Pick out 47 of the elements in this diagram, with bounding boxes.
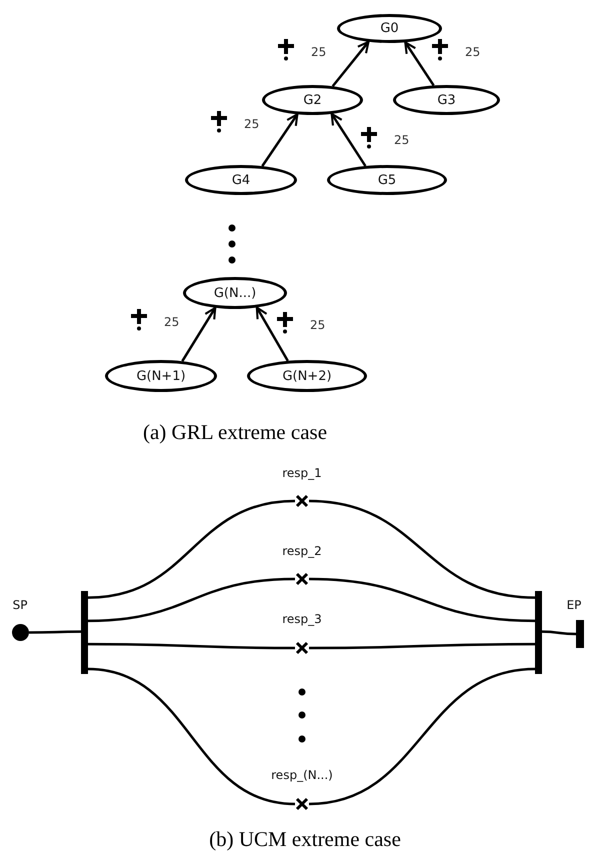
point-label: resp_2 bbox=[282, 544, 322, 558]
node-label: G(N+1) bbox=[136, 368, 186, 384]
edge-label: 25 bbox=[393, 133, 410, 147]
bar-symbol bbox=[535, 591, 542, 674]
point-label: SP bbox=[12, 598, 28, 612]
point-label: EP bbox=[566, 598, 582, 612]
path-line bbox=[308, 578, 536, 622]
subfigure-caption: (a) GRL extreme case bbox=[142, 420, 328, 445]
responsibility-mark bbox=[295, 494, 309, 508]
edge-label: 25 bbox=[243, 117, 260, 131]
path-line bbox=[29, 630, 81, 634]
point-label: resp_3 bbox=[282, 612, 322, 626]
responsibility-mark bbox=[295, 572, 309, 586]
node-label: G(N...) bbox=[214, 286, 256, 300]
contribution-arrow bbox=[330, 112, 366, 167]
node-label: G3 bbox=[437, 92, 456, 108]
bar-symbol bbox=[576, 620, 584, 648]
point-label: resp_1 bbox=[282, 466, 322, 480]
path-line bbox=[88, 668, 296, 806]
bar-symbol bbox=[81, 591, 88, 674]
path-line bbox=[308, 500, 536, 599]
contribution-arrow bbox=[181, 306, 216, 362]
path-line bbox=[88, 642, 295, 650]
contribution-arrow bbox=[261, 113, 298, 167]
edge-label: 25 bbox=[163, 315, 180, 329]
path-line bbox=[88, 578, 296, 622]
point-label: resp_(N...) bbox=[271, 768, 333, 782]
node-label: G4 bbox=[232, 172, 250, 188]
path-line bbox=[308, 668, 536, 806]
edge-label: 25 bbox=[310, 45, 328, 59]
contribution-arrow bbox=[332, 40, 370, 88]
path-line bbox=[88, 500, 296, 599]
node-label: G0 bbox=[380, 21, 399, 36]
contribution-arrow bbox=[256, 306, 289, 362]
goal-ellipse bbox=[337, 14, 442, 43]
responsibility-mark bbox=[295, 797, 309, 811]
subfigure-caption: (b) UCM extreme case bbox=[209, 827, 401, 852]
start-point bbox=[12, 624, 29, 641]
node-label: G(N+2) bbox=[282, 368, 332, 384]
contribution-arrow bbox=[404, 41, 435, 86]
responsibility-mark bbox=[295, 641, 309, 655]
path-line bbox=[309, 642, 535, 650]
path-line bbox=[542, 630, 576, 636]
edge-label: 25 bbox=[464, 45, 482, 59]
node-label: G2 bbox=[303, 92, 322, 108]
edge-label: 25 bbox=[309, 318, 326, 332]
node-label: G5 bbox=[378, 172, 396, 188]
